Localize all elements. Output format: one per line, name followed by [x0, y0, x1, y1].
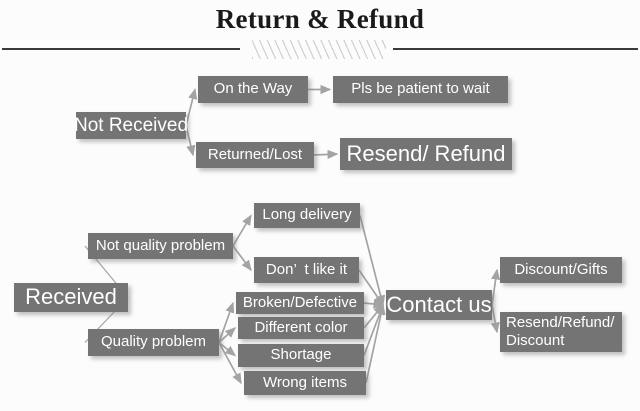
node-on_the_way: On the Way: [198, 76, 308, 103]
node-pls_wait: Pls be patient to wait: [333, 76, 508, 103]
edge-contact_us-to-resend_refund_discount: [490, 304, 500, 334]
node-resend_refund_discount: Resend/Refund/ Discount: [500, 312, 622, 352]
edge-returned_lost-to-resend_refund: [313, 149, 339, 159]
node-discount_gifts: Discount/Gifts: [500, 257, 622, 283]
edge-not_quality-to-dont_like: [232, 245, 252, 272]
edge-broken_defective-to-contact_us: [363, 299, 385, 309]
node-broken_defective: Broken/Defective: [236, 292, 364, 314]
node-returned_lost: Returned/Lost: [196, 142, 314, 168]
edge-quality-to-different_color: [218, 327, 237, 344]
edge-contact_us-to-discount_gifts: [491, 268, 501, 306]
node-shortage: Shortage: [238, 344, 364, 367]
node-dont_like: Don’ t like it: [254, 257, 359, 283]
node-received: Received: [14, 283, 128, 312]
edge-not_received-to-on_the_way: [185, 88, 198, 126]
edge-quality-to-shortage: [218, 341, 237, 357]
header-rule-right: [393, 48, 638, 50]
node-different_color: Different color: [238, 317, 364, 339]
node-resend_refund: Resend/ Refund: [340, 138, 512, 170]
edge-not_received-to-returned_lost: [185, 125, 196, 157]
page-title: Return & Refund: [215, 4, 425, 34]
node-quality: Quality problem: [88, 329, 219, 356]
edge-quality-to-wrong_items: [218, 342, 242, 385]
node-contact_us: Contact us: [386, 290, 492, 320]
node-not_received: Not Received: [74, 112, 188, 139]
diagonal-hatch-ornament: [252, 40, 386, 59]
edge-long_delivery-to-contact_us: [359, 215, 386, 307]
edge-not_quality-to-long_delivery: [232, 214, 252, 247]
node-wrong_items: Wrong items: [244, 371, 366, 395]
edge-wrong_items-to-contact_us: [365, 303, 386, 384]
edge-dont_like-to-contact_us: [358, 269, 384, 307]
node-long_delivery: Long delivery: [254, 203, 360, 228]
node-not_quality: Not quality problem: [88, 233, 233, 259]
header-rule-left: [2, 48, 240, 50]
edge-quality-to-broken_defective: [218, 301, 235, 343]
